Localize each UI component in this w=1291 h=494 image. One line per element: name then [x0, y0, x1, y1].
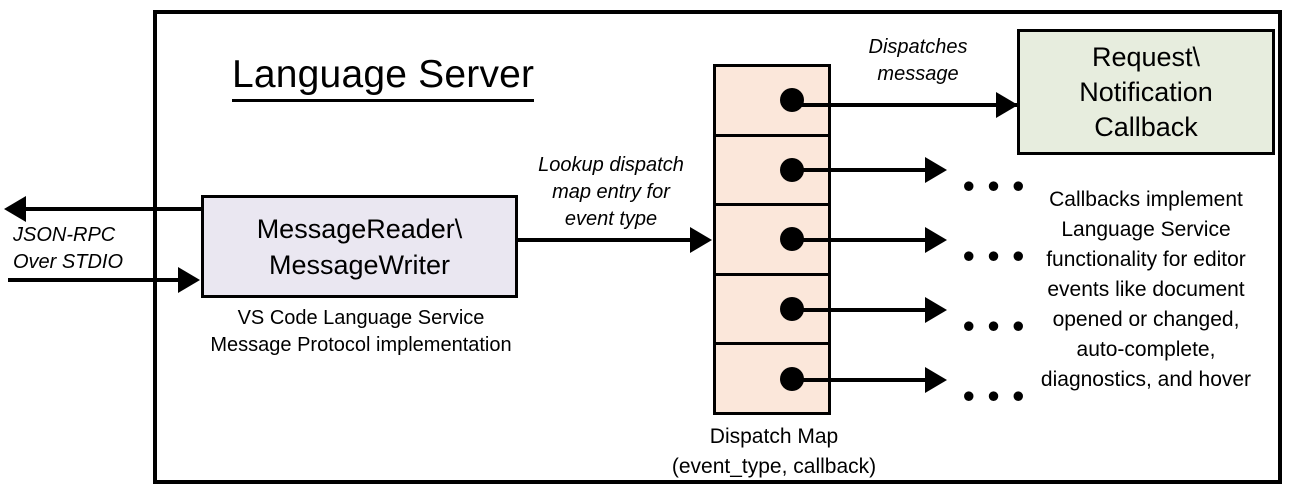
dispatch-edge-line-1: [786, 103, 1018, 107]
dispatch-edge-line-3: [786, 238, 938, 242]
language-server-boundary: [153, 10, 1282, 484]
message-reader-writer-label: MessageReader\ MessageWriter: [256, 213, 463, 280]
edge-label-dispatches: Dispatches message: [868, 36, 968, 85]
dispatch-map-row[interactable]: [713, 203, 831, 273]
jsonrpc-inbound-line: [8, 278, 184, 282]
lookup-edge-line: [518, 238, 694, 242]
page-title: Language Server: [232, 52, 535, 102]
jsonrpc-outbound-arrowhead: [4, 196, 26, 222]
request-notification-callback-label: Request\ Notification Callback: [1079, 41, 1213, 142]
dispatch-map-caption: Dispatch Map (event_type, callback): [671, 425, 877, 478]
message-reader-writer-caption: VS Code Language Service Message Protoco…: [210, 307, 512, 356]
edge-label-lookup: Lookup dispatch map entry for event type: [538, 154, 684, 230]
callbacks-description-caption: Callbacks implement Language Service fun…: [1040, 188, 1252, 391]
jsonrpc-outbound-line: [26, 207, 204, 211]
dispatch-edge-arrowhead-5: [925, 367, 947, 393]
message-reader-writer-box[interactable]: MessageReader\ MessageWriter: [201, 195, 518, 298]
lookup-edge-arrowhead: [690, 227, 712, 253]
dispatch-edge-arrowhead-3: [925, 227, 947, 253]
jsonrpc-inbound-arrowhead: [178, 267, 200, 293]
dispatch-edge-line-2: [786, 168, 938, 172]
dispatch-edge-arrowhead-4: [925, 297, 947, 323]
request-notification-callback-box[interactable]: Request\ Notification Callback: [1017, 29, 1275, 155]
edge-label-jsonrpc: JSON-RPC Over STDIO: [13, 224, 124, 273]
dispatch-edge-line-5: [786, 378, 938, 382]
dispatch-edge-line-4: [786, 308, 938, 312]
dispatch-edge-arrowhead-2: [925, 157, 947, 183]
callback-dot-icon: [780, 88, 804, 113]
dispatch-map-row[interactable]: [713, 64, 831, 134]
dispatch-edge-arrowhead-1: [996, 92, 1018, 118]
